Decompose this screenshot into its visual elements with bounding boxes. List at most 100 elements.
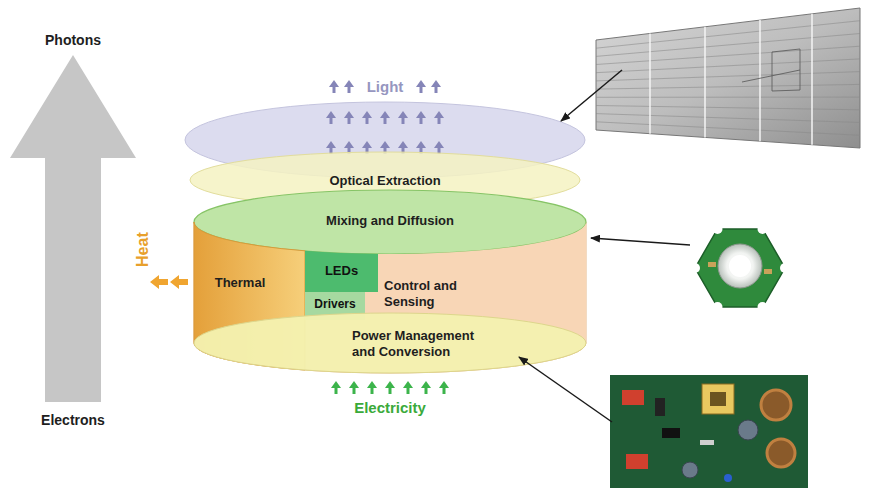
capacitor	[622, 390, 644, 405]
light-arrow	[344, 80, 354, 87]
electricity-arrow	[443, 388, 446, 395]
electrolytic-cap	[738, 420, 758, 440]
node-text: Light	[355, 78, 415, 96]
node-text: Thermal	[195, 275, 285, 291]
light-arrow	[326, 141, 336, 148]
light-arrow	[380, 141, 390, 148]
panel-window	[772, 49, 800, 91]
led-notch	[713, 224, 723, 234]
electricity-arrow	[439, 381, 449, 388]
electricity-arrow	[425, 388, 428, 395]
trimmer	[724, 474, 732, 482]
led-block: LEDs	[305, 250, 378, 293]
light-arrow	[329, 80, 339, 87]
led-lens	[718, 244, 762, 288]
inductor	[761, 390, 791, 420]
flow-arrow	[10, 55, 136, 402]
node-text: Power Management and Conversion	[352, 328, 490, 359]
light-arrow	[330, 118, 333, 125]
heat-arrow	[150, 275, 168, 289]
light-arrow	[380, 111, 390, 118]
light-arrow	[434, 141, 444, 148]
light-arrow	[362, 141, 372, 148]
led-pad	[764, 269, 772, 274]
axis-label: Electrons	[28, 412, 118, 429]
led-pad	[708, 262, 716, 267]
light-arrow	[416, 111, 426, 118]
pcb	[610, 375, 808, 488]
led-glow	[729, 255, 751, 277]
light-panel	[596, 8, 860, 148]
light-arrow	[344, 111, 354, 118]
leader-arrow	[519, 357, 612, 422]
block-shape	[305, 251, 378, 292]
electricity-arrow	[385, 381, 395, 388]
electricity-arrow	[353, 388, 356, 395]
light-arrow	[398, 111, 408, 118]
led-notch	[758, 302, 768, 312]
node-text: Mixing and Diffusion	[280, 213, 500, 229]
inductor	[767, 439, 795, 467]
electricity-arrow	[335, 388, 338, 395]
light-arrow	[398, 141, 408, 148]
light-arrow	[362, 111, 372, 118]
electricity-arrow	[371, 388, 374, 395]
electricity-arrow	[349, 381, 359, 388]
node-text: Control and Sensing	[384, 278, 479, 309]
electricity-arrow	[407, 388, 410, 395]
light-arrow	[434, 111, 444, 118]
light-arrow	[344, 141, 354, 148]
led-notch	[690, 263, 700, 273]
electrolytic-cap	[682, 462, 698, 478]
led-star	[690, 224, 790, 312]
light-arrow	[348, 118, 351, 125]
electricity-arrow	[389, 388, 392, 395]
leader-arrow	[561, 70, 622, 121]
heat-label: Heat	[133, 225, 152, 275]
node-text: LEDs	[307, 263, 377, 279]
panel-lines	[596, 21, 860, 136]
light-arrow	[348, 87, 351, 94]
light-arrow	[431, 80, 441, 87]
light-arrow	[366, 118, 369, 125]
transformer	[702, 384, 734, 414]
led-board	[695, 229, 785, 307]
light-arrow	[402, 118, 405, 125]
light-arrow	[438, 118, 441, 125]
light-arrow	[420, 87, 423, 94]
circuit-board	[610, 375, 808, 488]
heat-arrow	[170, 275, 188, 289]
node-text: Drivers	[306, 297, 364, 311]
input-label: Electricity	[330, 399, 450, 417]
led-notch	[758, 224, 768, 234]
capacitor	[626, 454, 648, 469]
electricity-arrow	[403, 381, 413, 388]
transformer-core	[710, 392, 726, 406]
led-notch	[780, 263, 790, 273]
power-management-layer: Power Management and Conversion	[193, 312, 587, 374]
light-arrow	[416, 80, 426, 87]
light-arrow	[420, 118, 423, 125]
panel-face	[596, 8, 860, 148]
chip	[655, 398, 665, 416]
panel-mark	[742, 70, 800, 82]
light-arrow	[416, 141, 426, 148]
layer-ellipse	[194, 313, 586, 373]
electricity-arrow	[421, 381, 431, 388]
electricity-arrow	[331, 381, 341, 388]
resistor	[700, 440, 714, 445]
electricity-arrow	[367, 381, 377, 388]
light-arrow	[333, 87, 336, 94]
light-arrow	[435, 87, 438, 94]
led-notch	[713, 302, 723, 312]
light-arrow	[326, 111, 336, 118]
axis-label: Photons	[28, 32, 118, 49]
panel-seams	[650, 14, 812, 145]
node-text: Optical Extraction	[285, 173, 485, 189]
light-arrow	[384, 118, 387, 125]
leader-arrow	[591, 238, 690, 245]
electricity-arrows	[331, 381, 449, 394]
chip	[662, 428, 680, 438]
